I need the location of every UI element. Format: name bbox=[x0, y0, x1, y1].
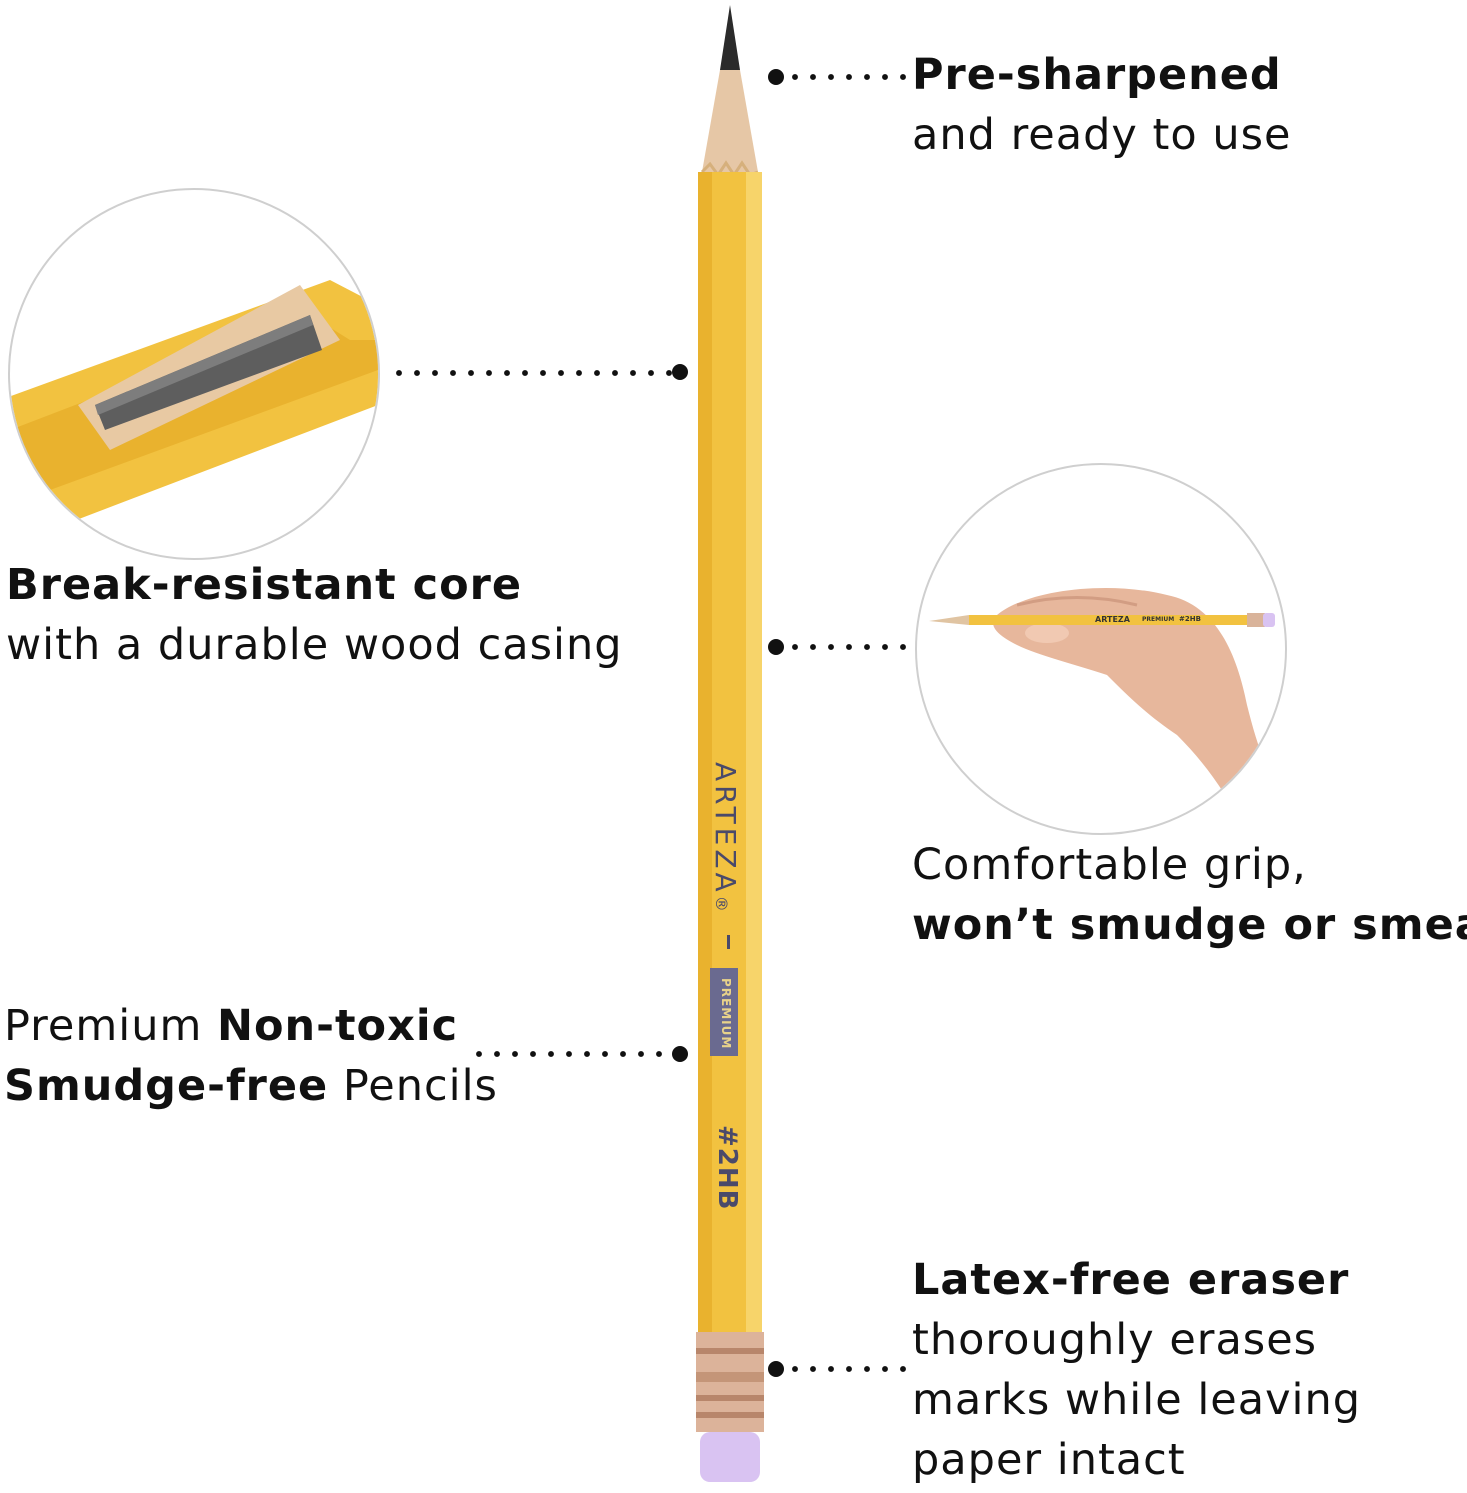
feature-core-title: Break-resistant core bbox=[6, 560, 523, 610]
feature-pre-sharpened-title: Pre-sharpened bbox=[912, 50, 1282, 100]
grip-pencil-badge: PREMIUM bbox=[1142, 616, 1175, 623]
pencil-graphite-tip bbox=[720, 5, 740, 70]
pointer-dot-grip bbox=[768, 639, 784, 655]
pointer-dot-eraser bbox=[768, 1361, 784, 1377]
feature-non-toxic-prefix: Premium bbox=[4, 1001, 218, 1051]
feature-non-toxic-suffix: Pencils bbox=[328, 1061, 498, 1111]
pencil-grade: #2HB bbox=[712, 1125, 742, 1211]
feature-non-toxic: Premium Non-toxic Smudge-free Pencils bbox=[4, 996, 498, 1116]
pencil-badge: PREMIUM bbox=[719, 978, 733, 1050]
feature-eraser-title: Latex-free eraser bbox=[912, 1255, 1350, 1305]
feature-eraser-line2: thoroughly erases bbox=[912, 1315, 1318, 1365]
pencil-registered-mark: ® bbox=[712, 895, 731, 916]
pointer-dot-core bbox=[672, 364, 688, 380]
dotted-leader-core bbox=[390, 370, 678, 376]
grip-pencil-grade: #2HB bbox=[1179, 615, 1201, 623]
pointer-dot-non-toxic bbox=[672, 1046, 688, 1062]
feature-eraser-line4: paper intact bbox=[912, 1435, 1186, 1485]
dotted-leader-grip bbox=[786, 644, 906, 650]
feature-grip: Comfortable grip, won’t smudge or smear bbox=[912, 835, 1467, 955]
feature-grip-text: Comfortable grip, bbox=[912, 840, 1307, 890]
feature-eraser: Latex-free eraser thoroughly erases mark… bbox=[912, 1250, 1361, 1490]
dotted-leader-pre-sharpened bbox=[786, 74, 906, 80]
dotted-leader-eraser bbox=[786, 1366, 906, 1372]
pencil-brand-text: ARTEZA® bbox=[709, 762, 742, 916]
feature-grip-title: won’t smudge or smear bbox=[912, 900, 1467, 950]
pointer-dot-pre-sharpened bbox=[768, 69, 784, 85]
grip-image bbox=[929, 587, 1285, 833]
pencil-eraser bbox=[700, 1432, 760, 1482]
feature-non-toxic-title: Non-toxic bbox=[217, 1001, 459, 1051]
pencil-illustration bbox=[696, 5, 764, 1482]
feature-eraser-line3: marks while leaving bbox=[912, 1375, 1362, 1425]
grip-circle: ARTEZA PREMIUM #2HB bbox=[915, 463, 1287, 835]
feature-core-text: with a durable wood casing bbox=[6, 620, 623, 670]
pencil-wood-cone bbox=[702, 70, 758, 172]
pencil-badge-bg bbox=[710, 968, 738, 1056]
pencil-brand: ARTEZA bbox=[709, 762, 742, 896]
core-cutaway-image bbox=[10, 280, 378, 530]
feature-pre-sharpened-text: and ready to use bbox=[912, 110, 1292, 160]
feature-pre-sharpened: Pre-sharpened and ready to use bbox=[912, 45, 1291, 165]
pencil-divider bbox=[727, 935, 730, 949]
feature-smudge-free-title: Smudge-free bbox=[4, 1061, 329, 1111]
grip-pencil-brand: ARTEZA bbox=[1095, 615, 1130, 624]
dotted-leader-non-toxic bbox=[470, 1051, 678, 1057]
feature-core: Break-resistant core with a durable wood… bbox=[6, 555, 623, 675]
core-cutaway-circle bbox=[8, 188, 380, 560]
